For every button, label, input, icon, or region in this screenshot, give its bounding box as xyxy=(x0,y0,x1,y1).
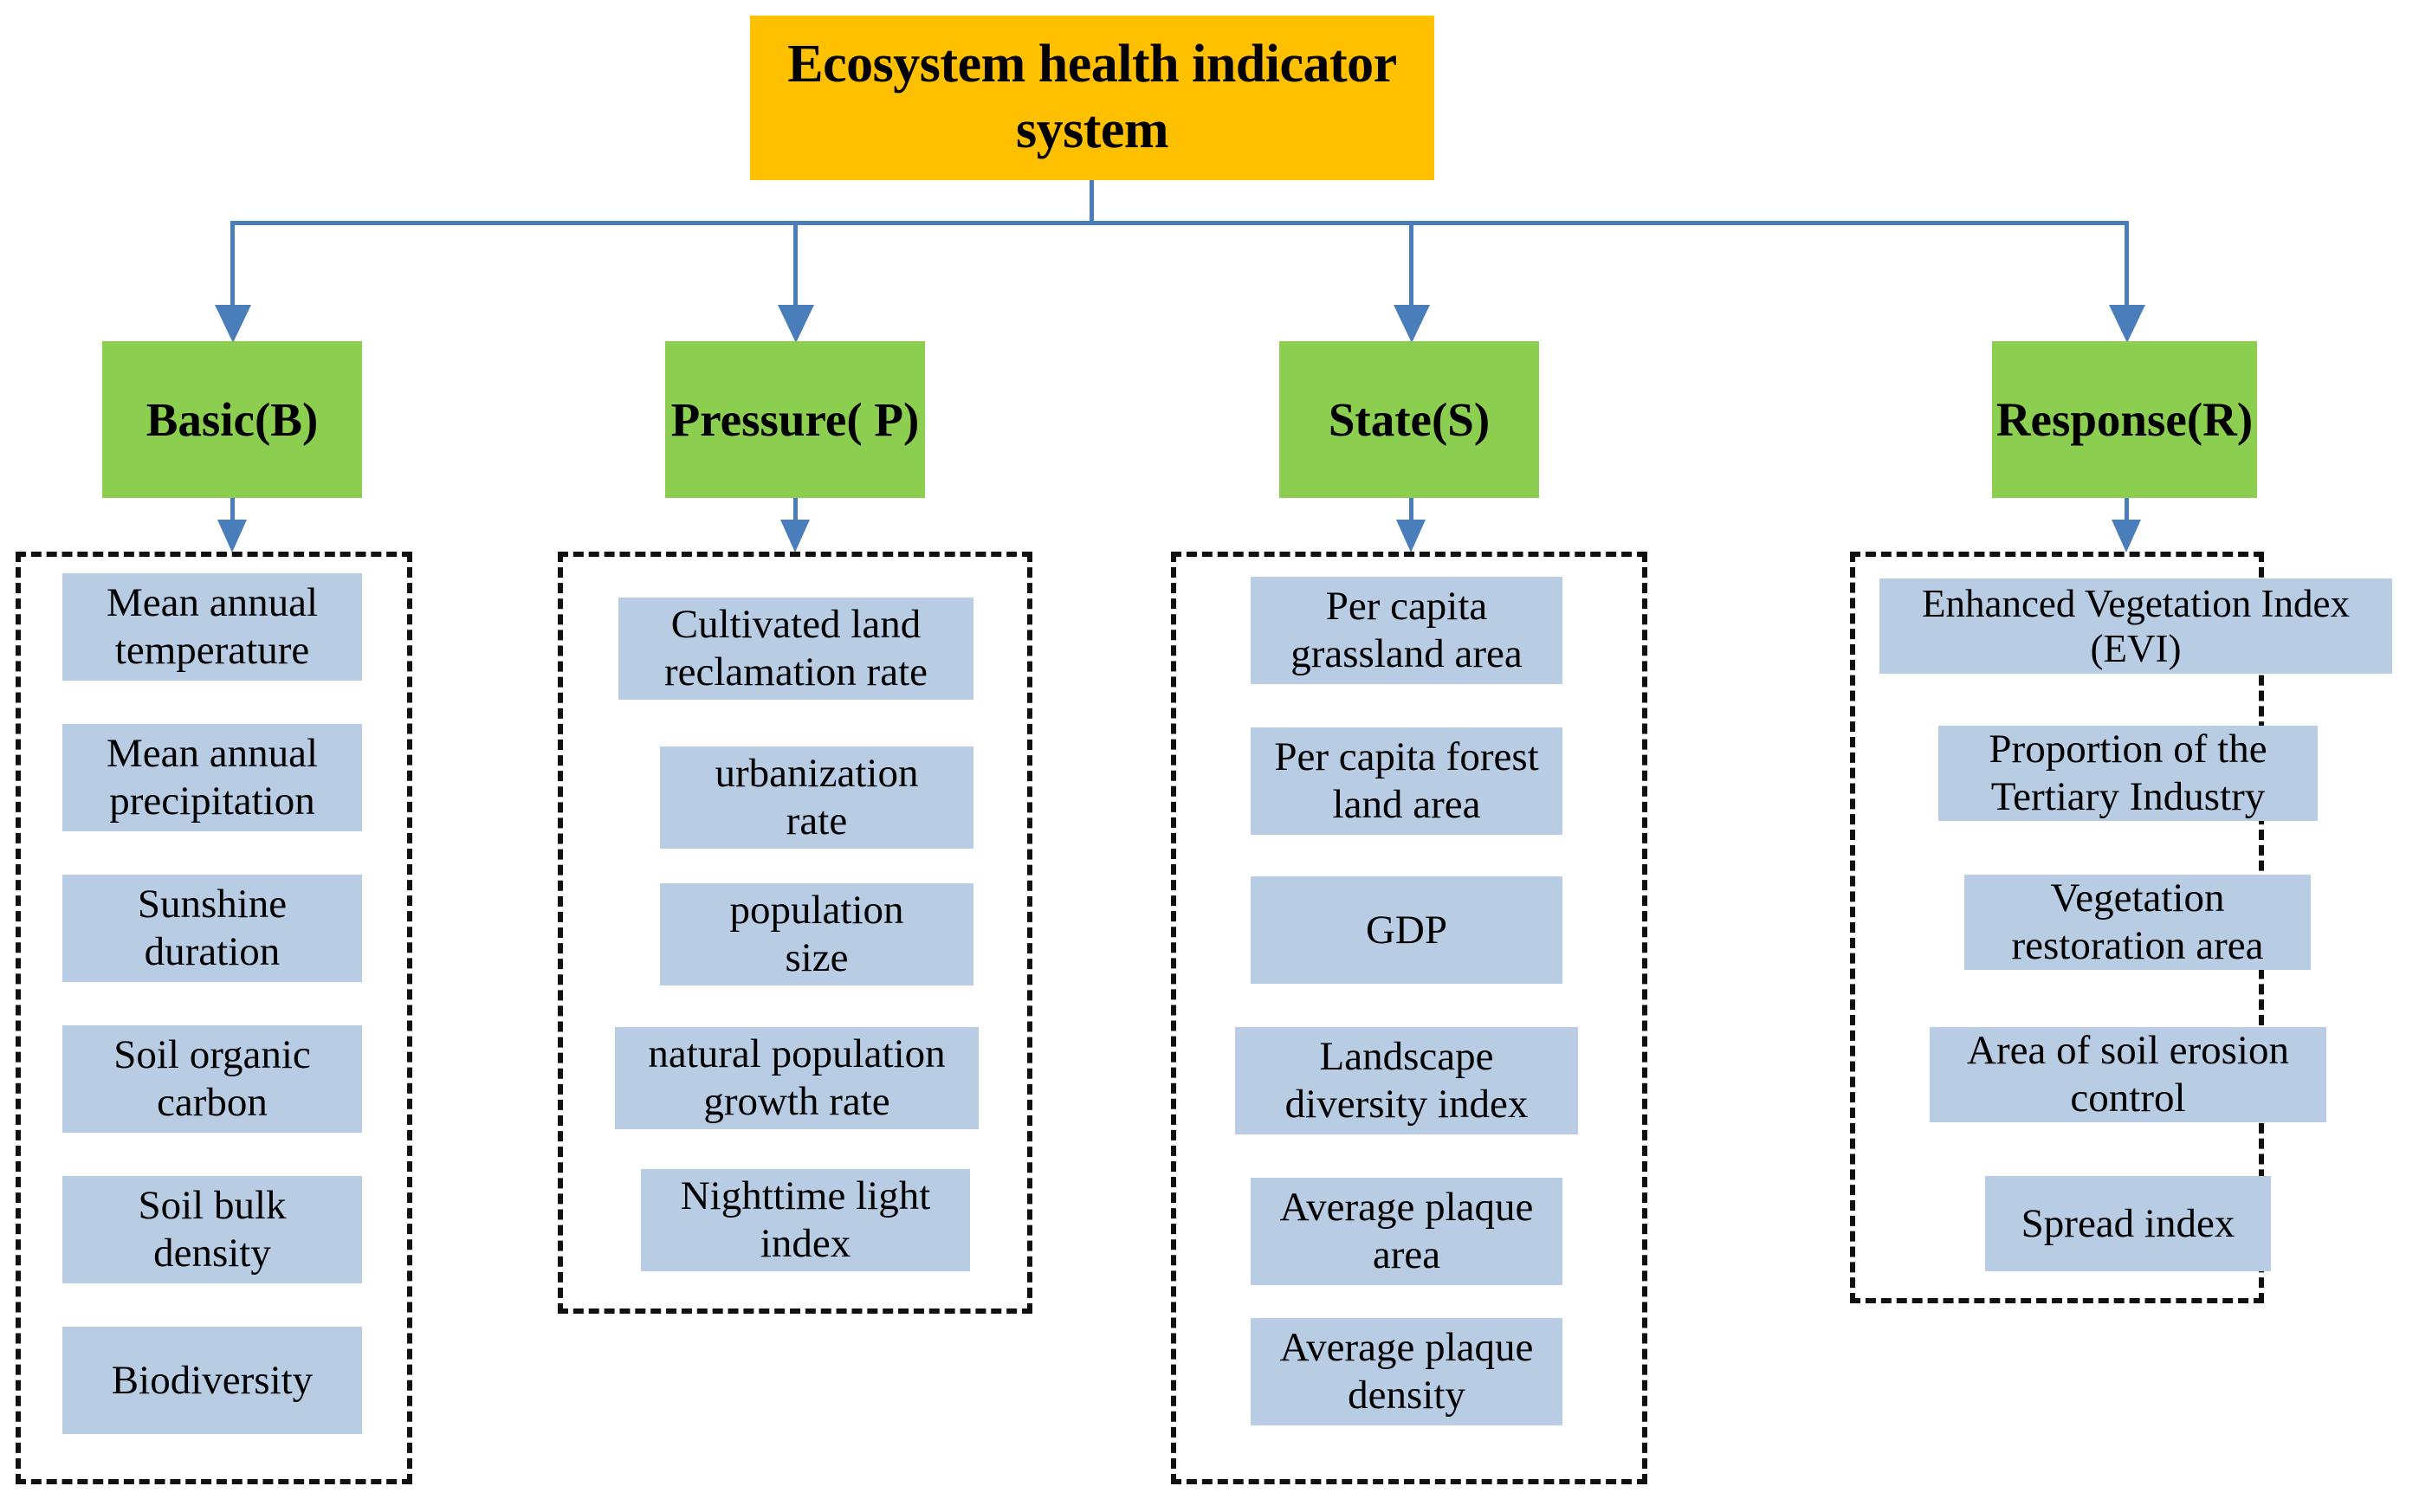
root-node-ecosystem-health-indicator-system: Ecosystem health indicator system xyxy=(750,16,1434,180)
connector-bus-to-state xyxy=(1409,221,1413,307)
arrow-pressure-to-group-icon xyxy=(780,520,810,552)
connector-bus-to-basic xyxy=(230,221,235,307)
arrow-bus-to-state-icon xyxy=(1394,305,1430,343)
arrow-basic-to-group-icon xyxy=(217,520,247,552)
indicator-chip-state-0: Per capita grassland area xyxy=(1251,577,1562,684)
connector-horizontal-bus xyxy=(230,221,2129,225)
indicator-chip-pressure-3: natural population growth rate xyxy=(615,1027,979,1129)
category-box-pressure: Pressure( P) xyxy=(665,341,925,498)
indicator-chip-state-2: GDP xyxy=(1251,876,1562,984)
connector-bus-to-response xyxy=(2125,221,2129,307)
connector-state-to-group xyxy=(1409,498,1413,522)
indicator-chip-pressure-0: Cultivated land reclamation rate xyxy=(618,598,973,700)
category-box-basic: Basic(B) xyxy=(102,341,362,498)
indicator-chip-basic-2: Sunshine duration xyxy=(62,875,362,982)
arrow-bus-to-pressure-icon xyxy=(778,305,814,343)
indicator-chip-response-2: Vegetation restoration area xyxy=(1964,875,2311,970)
indicator-chip-response-4: Spread index xyxy=(1985,1176,2271,1271)
indicator-chip-basic-1: Mean annual precipitation xyxy=(62,724,362,831)
indicator-chip-state-3: Landscape diversity index xyxy=(1235,1027,1578,1134)
indicator-chip-basic-3: Soil organic carbon xyxy=(62,1025,362,1133)
connector-response-to-group xyxy=(2125,498,2129,522)
group-container-pressure xyxy=(558,552,1032,1314)
arrow-response-to-group-icon xyxy=(2112,520,2141,552)
indicator-chip-state-4: Average plaque area xyxy=(1251,1178,1562,1285)
connector-bus-to-pressure xyxy=(793,221,798,307)
group-container-basic xyxy=(16,552,412,1484)
indicator-chip-response-3: Area of soil erosion control xyxy=(1930,1027,2326,1122)
indicator-chip-basic-4: Soil bulk density xyxy=(62,1176,362,1283)
connector-root-stem xyxy=(1090,180,1094,225)
arrow-state-to-group-icon xyxy=(1396,520,1426,552)
indicator-chip-pressure-1: urbanization rate xyxy=(660,746,973,849)
indicator-chip-state-1: Per capita forest land area xyxy=(1251,727,1562,835)
group-container-state xyxy=(1171,552,1647,1484)
indicator-chip-basic-0: Mean annual temperature xyxy=(62,573,362,681)
indicator-chip-basic-5: Biodiversity xyxy=(62,1327,362,1434)
indicator-chip-response-0: Enhanced Vegetation Index (EVI) xyxy=(1879,578,2392,674)
category-box-response: Response(R) xyxy=(1992,341,2257,498)
indicator-chip-pressure-4: Nighttime light index xyxy=(641,1169,970,1271)
connector-basic-to-group xyxy=(230,498,235,522)
indicator-chip-pressure-2: population size xyxy=(660,883,973,985)
indicator-chip-state-5: Average plaque density xyxy=(1251,1318,1562,1425)
indicator-chip-response-1: Proportion of the Tertiary Industry xyxy=(1938,726,2318,821)
category-box-state: State(S) xyxy=(1279,341,1539,498)
arrow-bus-to-basic-icon xyxy=(215,305,251,343)
connector-pressure-to-group xyxy=(793,498,798,522)
arrow-bus-to-response-icon xyxy=(2109,305,2145,343)
